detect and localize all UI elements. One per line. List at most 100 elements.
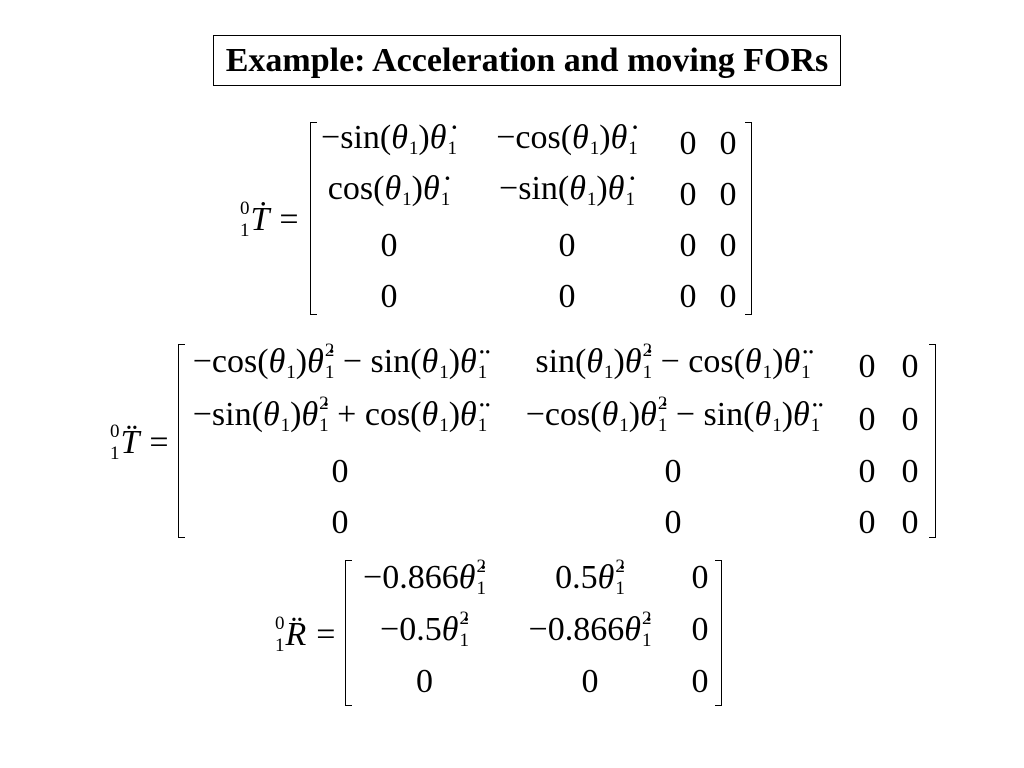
- subscript: 1: [641, 630, 652, 651]
- matrix-cell: 0: [670, 271, 706, 322]
- subscript: 1: [319, 415, 329, 436]
- math-text: − sin(: [334, 343, 422, 380]
- matrix-cell: −cos(θ1)θ̇1: [464, 118, 670, 169]
- matrix-cell: 0: [848, 497, 886, 548]
- math-variable: θ: [586, 343, 604, 380]
- math-text: 0: [691, 611, 709, 648]
- math-variable: θ: [754, 396, 772, 433]
- math-text: ): [448, 396, 461, 433]
- math-text: −0.866: [363, 559, 459, 596]
- math-variable: θ: [262, 396, 280, 433]
- subscript: 1: [477, 415, 488, 436]
- math-text: 0: [416, 663, 433, 700]
- math-variable: θ̇: [640, 396, 657, 433]
- math-variable: θ̈: [460, 396, 477, 433]
- math-variable: θ̇: [307, 343, 324, 380]
- math-text: 0: [901, 452, 919, 490]
- matrix-cell: 0: [886, 340, 934, 393]
- math-text: 0: [679, 277, 697, 315]
- matrix-row: 0 0 0: [349, 656, 720, 708]
- math-text: ): [613, 343, 625, 380]
- subscript: 1: [586, 189, 597, 210]
- math-text: 0: [331, 452, 349, 490]
- math-text: 0: [679, 175, 697, 213]
- math-variable: θ: [572, 119, 589, 156]
- subscript: 1: [324, 362, 335, 383]
- superscript: 2: [642, 340, 653, 361]
- matrix-cell: 0: [680, 656, 720, 708]
- math-text: 0: [581, 663, 599, 700]
- superscript: 2: [615, 556, 625, 577]
- superscript: 2: [476, 556, 486, 577]
- math-text: −cos(: [192, 343, 269, 380]
- math-text: 0: [901, 400, 919, 438]
- subscript: 1: [440, 189, 451, 210]
- subscript: 1: [477, 362, 488, 383]
- matrix-cell: 0: [314, 220, 464, 271]
- math-text: ): [628, 396, 641, 433]
- matrix-cell: 0: [464, 220, 670, 271]
- matrix-cell: 0: [848, 340, 886, 393]
- math-variable: θ̇: [422, 170, 440, 207]
- matrix-cell: 0: [314, 271, 464, 322]
- matrix-cell: 0: [706, 271, 750, 322]
- math-text: −sin(: [321, 119, 392, 156]
- matrix-cell: −sin(θ1)θ̇1: [314, 118, 464, 169]
- subscript: 1: [801, 362, 811, 383]
- math-variable: θ̈: [793, 396, 810, 433]
- math-text: −0.5: [380, 611, 442, 648]
- math-variable: θ: [421, 343, 439, 380]
- math-text: −cos(: [496, 119, 573, 156]
- matrix-cell: 0: [706, 118, 750, 169]
- math-text: 0: [719, 175, 737, 213]
- math-text: 0: [858, 503, 876, 541]
- math-variable: θ̇: [607, 170, 625, 207]
- matrix-cell: 0: [680, 604, 720, 656]
- subscript: 1: [589, 138, 600, 159]
- math-text: 0: [719, 226, 737, 264]
- math-text: ): [596, 170, 608, 207]
- math-text: 0: [331, 503, 349, 541]
- math-variable: θ̈: [460, 343, 477, 380]
- matrix-symbol: R̈: [285, 616, 307, 653]
- subscript: 1: [408, 138, 419, 159]
- matrix-cell: 0: [182, 497, 498, 548]
- math-text: ): [599, 119, 611, 156]
- math-variable: θ̇: [441, 611, 459, 648]
- prescript-subscript: 1: [110, 443, 120, 464]
- math-variable: θ̇: [458, 559, 476, 596]
- math-text: 0: [380, 277, 398, 315]
- math-text: 0: [558, 277, 576, 315]
- matrix-cell: 0: [848, 393, 886, 446]
- math-variable: θ̇: [610, 119, 628, 156]
- matrix-symbol: Ṫ: [250, 201, 270, 238]
- math-text: + cos(: [328, 396, 422, 433]
- left-bracket: [178, 344, 185, 538]
- math-variable: θ̇: [624, 343, 642, 380]
- math-variable: θ: [384, 170, 402, 207]
- math-text: 0: [901, 347, 919, 385]
- equals-sign: =: [316, 616, 336, 653]
- equals-sign: =: [279, 201, 299, 238]
- right-bracket: [745, 122, 752, 315]
- prescript-superscript: 0: [275, 613, 285, 634]
- subscript: 1: [286, 362, 296, 383]
